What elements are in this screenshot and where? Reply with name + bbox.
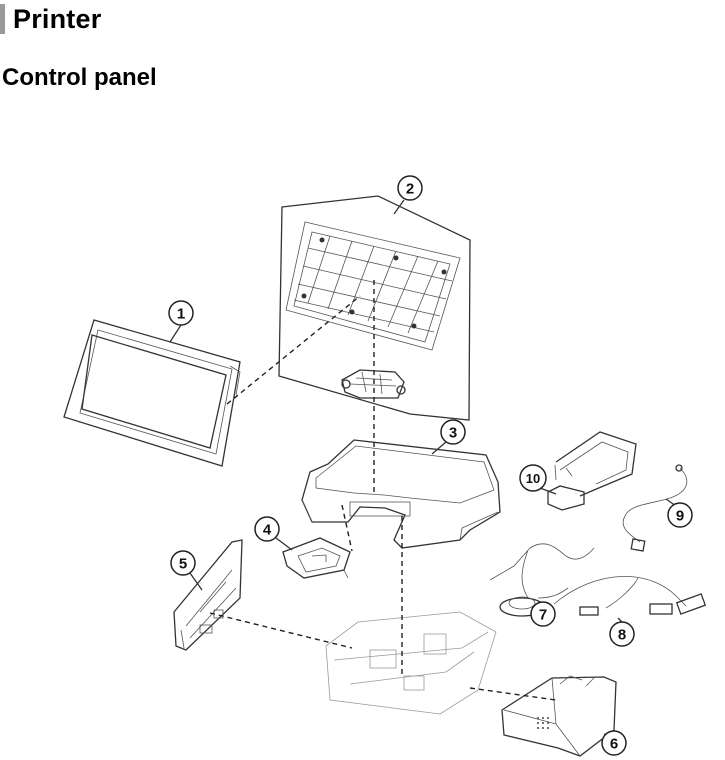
part-2-panel-frame — [278, 195, 471, 421]
base-tray — [325, 611, 497, 715]
callout-label-8: 8 — [618, 627, 626, 644]
callout-label-5: 5 — [179, 556, 187, 573]
part-3-top-cover — [301, 439, 501, 549]
callout-label-10: 10 — [526, 471, 540, 486]
part-4-bracket — [282, 537, 351, 579]
callout-7: 7 — [530, 601, 556, 627]
part-6-cover — [501, 675, 617, 757]
assembly-lines — [209, 280, 557, 701]
callout-10: 10 — [519, 464, 557, 495]
callout-1: 1 — [168, 300, 194, 343]
part-7-speaker — [489, 543, 595, 617]
part-8-cable — [553, 576, 707, 616]
callout-label-7: 7 — [539, 607, 547, 624]
part-5-side-panel — [173, 539, 243, 651]
callout-label-9: 9 — [676, 508, 684, 525]
callout-label-1: 1 — [177, 306, 185, 323]
page-title: Printer — [13, 3, 102, 34]
callout-4: 4 — [254, 516, 293, 551]
page-subtitle: Control panel — [2, 64, 157, 91]
section-header: Printer — [0, 4, 101, 34]
callout-label-2: 2 — [406, 181, 414, 198]
callout-5: 5 — [170, 550, 203, 591]
callout-label-6: 6 — [610, 736, 618, 753]
callout-label-4: 4 — [263, 522, 272, 539]
part-1-display — [63, 319, 241, 467]
callout-label-3: 3 — [449, 425, 457, 442]
callout-3: 3 — [431, 419, 466, 455]
callout-9: 9 — [665, 498, 693, 528]
part-9-cable — [622, 464, 688, 552]
callout-2: 2 — [393, 175, 423, 215]
callout-8: 8 — [609, 617, 635, 647]
callout-6: 6 — [601, 730, 627, 756]
part-10-bracket — [547, 431, 637, 511]
